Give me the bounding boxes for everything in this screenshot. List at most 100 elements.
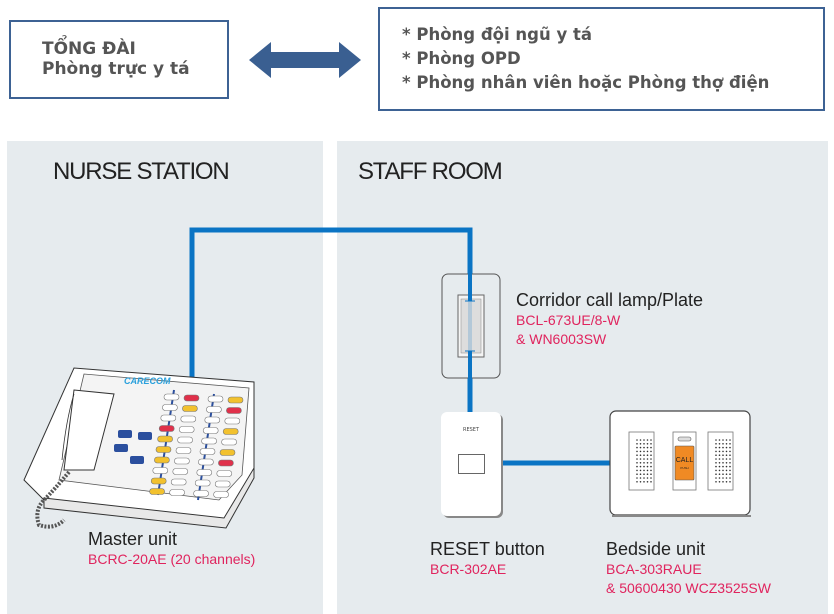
speaker-hole — [715, 446, 717, 449]
speaker-hole — [643, 477, 645, 479]
speaker-hole — [729, 458, 731, 460]
speaker-hole — [715, 454, 717, 456]
room-item: * Phòng OPD — [402, 49, 521, 68]
speaker-hole — [636, 443, 638, 445]
speaker-hole — [643, 481, 645, 483]
nurse-station-title: NURSE STATION — [53, 158, 230, 185]
channel-key — [193, 490, 209, 497]
speaker-hole — [718, 450, 721, 453]
switchboard-title: TỔNG ĐÀI — [42, 39, 136, 59]
speaker-hole — [722, 481, 724, 483]
channel-key — [182, 405, 198, 412]
speaker-hole — [725, 439, 728, 441]
channel-key — [162, 404, 178, 411]
speaker-hole — [729, 473, 731, 475]
staff-room-panel: STAFF ROOM — [337, 141, 828, 614]
channel-key — [204, 416, 221, 424]
speaker-hole — [722, 443, 724, 445]
switchboard-subtitle: Phòng trực y tá — [42, 59, 190, 79]
speaker-hole — [650, 469, 652, 472]
speaker-hole — [639, 473, 642, 475]
speaker-hole — [636, 446, 638, 449]
channel-key — [170, 478, 187, 486]
channel-key — [155, 446, 172, 453]
speaker-hole — [722, 462, 724, 464]
master-unit-name: Master unit — [88, 529, 178, 549]
speaker-hole — [725, 469, 728, 472]
speaker-hole — [650, 439, 652, 441]
speaker-hole — [646, 458, 649, 460]
speaker-hole — [722, 446, 724, 449]
speaker-hole — [722, 465, 724, 468]
channel-key — [196, 469, 213, 476]
channel-key — [199, 448, 216, 455]
reset-key[interactable] — [458, 454, 485, 474]
switchboard-box: TỔNG ĐÀI Phòng trực y tá — [9, 20, 229, 99]
double-arrow-icon — [249, 42, 361, 78]
channel-key — [202, 427, 219, 434]
speaker-hole — [639, 465, 642, 468]
master-unit-label: Master unit BCRC-20AE (20 channels) — [88, 528, 255, 569]
speaker-hole — [725, 458, 728, 460]
channel-key — [221, 438, 237, 446]
bedside-unit-device: CALL PUSH — [609, 410, 751, 517]
speaker-hole — [650, 477, 652, 479]
speaker-hole — [636, 450, 638, 453]
speaker-hole — [725, 454, 728, 456]
speaker-hole — [718, 473, 721, 475]
channel-key — [180, 415, 197, 423]
channel-key — [222, 428, 239, 435]
channel-key — [152, 467, 169, 474]
channel-key — [213, 491, 229, 498]
speaker-hole — [725, 450, 728, 453]
bedside-unit-label: Bedside unit BCA-303RAUE & 50600430 WCZ3… — [606, 538, 771, 598]
reset-button-name: RESET button — [430, 539, 545, 559]
speaker-hole — [636, 473, 638, 475]
channel-key — [194, 479, 211, 487]
speaker-hole — [650, 446, 652, 449]
channel-key — [207, 395, 224, 403]
switchboard-label: TỔNG ĐÀI Phòng trực y tá — [42, 39, 190, 79]
speaker-hole — [650, 450, 652, 453]
speaker-hole — [650, 481, 652, 483]
reset-button-label: RESET button BCR-302AE — [430, 538, 545, 579]
channel-key — [227, 396, 244, 404]
channel-key — [198, 458, 214, 466]
speaker-right — [707, 431, 734, 491]
call-button — [674, 445, 695, 481]
speaker-hole — [639, 469, 642, 472]
speaker-hole — [646, 473, 649, 475]
channel-key — [201, 437, 217, 445]
channel-key — [224, 417, 241, 425]
channel-key — [178, 426, 195, 433]
bedside-unit-name: Bedside unit — [606, 539, 706, 559]
channel-key — [150, 477, 167, 485]
rooms-box: * Phòng đội ngũ y tá * Phòng OPD * Phòng… — [378, 7, 825, 111]
speaker-hole — [646, 477, 649, 479]
speaker-hole — [636, 477, 638, 479]
speaker-hole — [722, 477, 724, 479]
master-unit-device: CARECOM — [23, 367, 255, 529]
channel-key — [216, 470, 233, 477]
speaker-hole — [725, 477, 728, 479]
speaker-hole — [722, 454, 724, 456]
speaker-hole — [639, 481, 642, 483]
speaker-hole — [725, 473, 728, 475]
channel-key — [174, 457, 190, 465]
speaker-hole — [646, 443, 649, 445]
master-unit-model: BCRC-20AE (20 channels) — [88, 551, 256, 567]
speaker-hole — [650, 465, 652, 468]
speaker-hole — [729, 439, 731, 441]
speaker-hole — [650, 454, 652, 456]
speaker-hole — [643, 462, 645, 464]
speaker-hole — [715, 439, 717, 441]
speaker-hole — [715, 443, 717, 445]
channel-key — [169, 489, 185, 496]
corridor-lamp-model: BCL-673UE/8-W — [516, 312, 621, 328]
speaker-hole — [718, 465, 721, 468]
corridor-lamp-label: Corridor call lamp/Plate BCL-673UE/8-W &… — [516, 289, 703, 349]
speaker-hole — [718, 469, 721, 472]
speaker-hole — [729, 450, 731, 453]
speaker-hole — [718, 481, 721, 483]
speaker-hole — [650, 473, 652, 475]
